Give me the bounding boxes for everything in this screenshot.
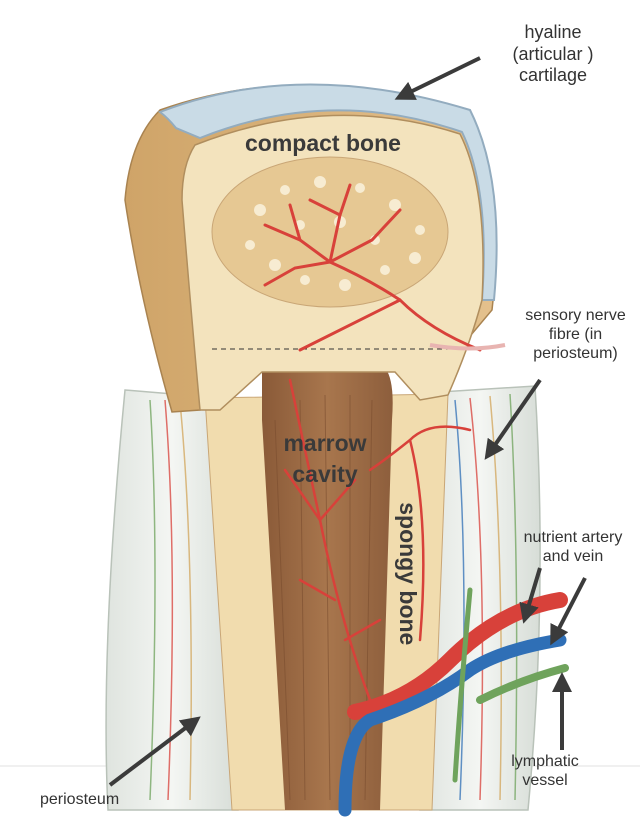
label-compact-bone: compact bone xyxy=(245,130,401,156)
label-lymphatic-line1: lymphatic xyxy=(511,753,579,770)
label-sensory-line1: sensory nerve xyxy=(525,307,626,324)
label-hyaline-line1: hyaline xyxy=(524,22,582,42)
label-lymphatic-vessel: lymphatic vessel xyxy=(500,752,590,790)
label-hyaline-line3: cartilage xyxy=(518,65,588,86)
spongy-bone-head xyxy=(211,156,449,308)
label-marrow-line1: marrow xyxy=(283,430,367,456)
label-spongy-bone: spongy bone xyxy=(394,502,421,646)
shaft-arteries xyxy=(283,378,472,702)
label-hyaline-line2: (articular ) xyxy=(512,43,594,64)
label-hyaline-cartilage: hyaline (articular ) cartilage xyxy=(493,22,613,87)
label-nutrient-line2: and vein xyxy=(542,548,604,566)
label-sensory-line2: fibre (in xyxy=(548,326,603,344)
arrow-hyaline xyxy=(394,56,481,100)
label-marrow-cavity: marrow cavity xyxy=(265,428,385,490)
arrow-periosteum xyxy=(108,716,201,787)
periosteum-vessels xyxy=(149,393,518,801)
pointer-arrows xyxy=(108,56,587,787)
marrow-texture xyxy=(274,394,373,801)
label-marrow-line2: cavity xyxy=(292,461,358,488)
hyaline-cartilage xyxy=(157,83,498,301)
sensory-nerve-fibre xyxy=(429,343,506,351)
arrow-nutrient-artery xyxy=(519,567,542,624)
label-lymphatic-line2: vessel xyxy=(522,772,568,790)
head-arteries xyxy=(263,183,482,352)
label-nutrient-artery: nutrient artery and vein xyxy=(508,528,638,566)
arrow-nutrient-vein xyxy=(550,577,587,646)
arrow-sensory-nerve xyxy=(484,378,542,460)
label-nutrient-line1: nutrient artery xyxy=(523,529,623,546)
label-periosteum: periosteum xyxy=(40,791,120,808)
label-sensory-nerve: sensory nerve fibre (in periosteum) xyxy=(513,306,638,364)
label-sensory-line3: periosteum) xyxy=(533,345,618,363)
